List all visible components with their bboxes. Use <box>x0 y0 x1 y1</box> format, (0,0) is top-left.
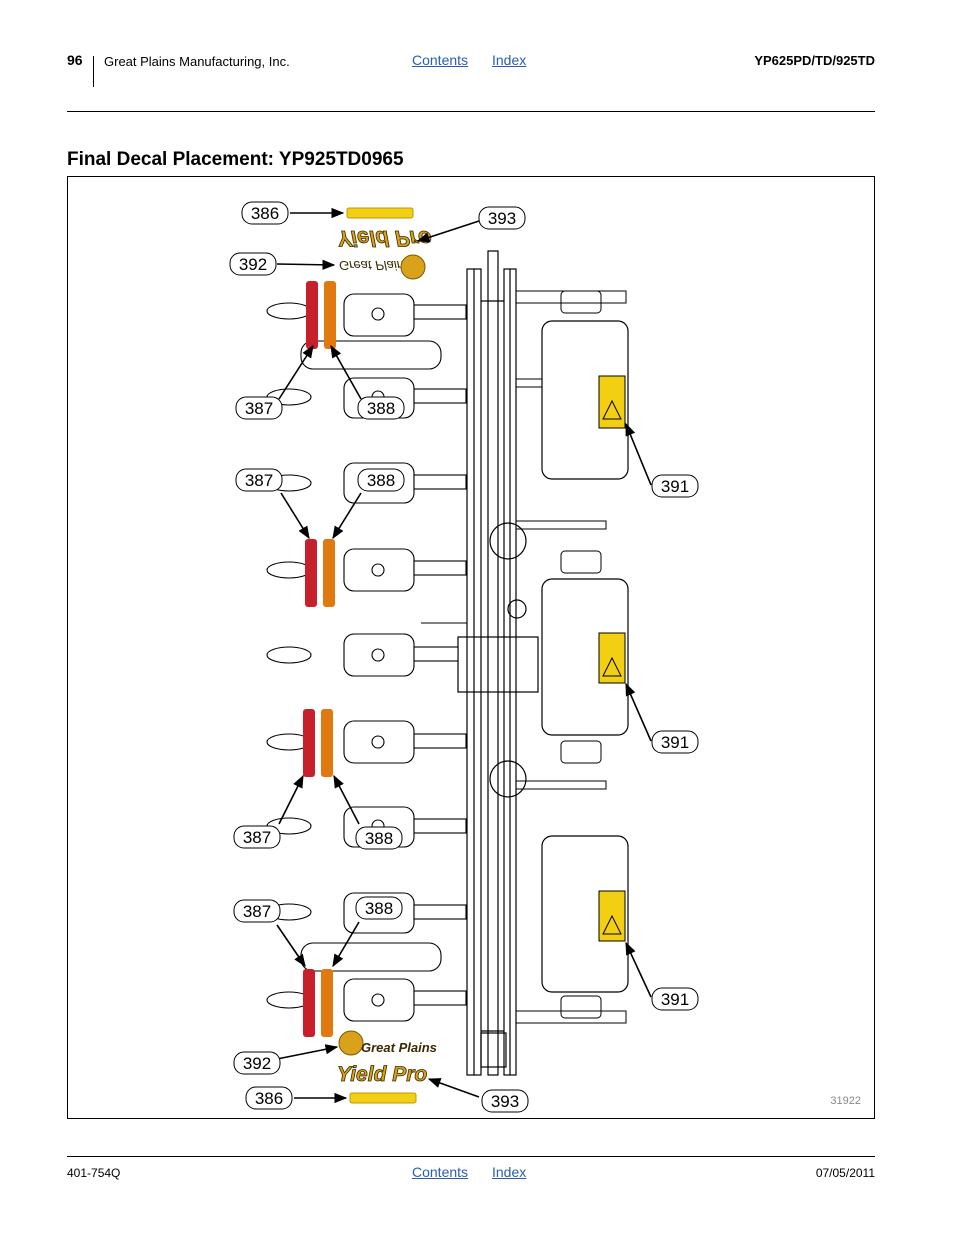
great-plains-logo-top-text: Great Plains <box>339 258 411 273</box>
seed-hoppers <box>541 320 629 993</box>
company-name: Great Plains Manufacturing, Inc. <box>104 54 290 69</box>
svg-text:387: 387 <box>245 471 273 490</box>
callout-391-a: 391 <box>651 474 699 498</box>
planter-drawing: Great Plains Yield Pro Great Plains Yiel… <box>229 201 861 1113</box>
svg-text:392: 392 <box>243 1054 271 1073</box>
callout-393-top: 393 <box>478 206 526 230</box>
header-rule <box>67 111 875 112</box>
svg-text:391: 391 <box>661 733 689 752</box>
svg-text:386: 386 <box>251 204 279 223</box>
svg-text:393: 393 <box>491 1092 519 1111</box>
callout-387-row3: 387 <box>233 825 281 849</box>
warning-decals <box>598 375 626 942</box>
logo-bottom: Great Plains Yield Pro <box>337 1030 437 1086</box>
svg-text:387: 387 <box>243 828 271 847</box>
callout-388-row1: 388 <box>357 396 405 420</box>
callout-388-row4: 388 <box>355 896 403 920</box>
footer-index-link[interactable]: Index <box>492 1164 527 1180</box>
footer-rule <box>67 1156 875 1157</box>
callout-393-bottom: 393 <box>481 1089 529 1113</box>
callout-387-row1: 387 <box>235 396 283 420</box>
header-index-link[interactable]: Index <box>492 52 527 68</box>
svg-text:386: 386 <box>255 1089 283 1108</box>
page-title: Final Decal Placement: YP925TD0965 <box>67 149 404 170</box>
springs <box>560 290 602 1019</box>
yield-pro-logo-top-text: Yield Pro <box>337 226 432 251</box>
decal-figure: Great Plains Yield Pro Great Plains Yiel… <box>67 176 875 1119</box>
document-number: 401-754Q <box>67 1166 121 1180</box>
callout-392-bottom: 392 <box>233 1051 281 1075</box>
callout-391-b: 391 <box>651 730 699 754</box>
reflector-decal-bottom <box>349 1092 417 1104</box>
svg-text:388: 388 <box>367 471 395 490</box>
model-number: YP625PD/TD/925TD <box>754 53 875 68</box>
toolbar-frame <box>457 250 539 1076</box>
header-contents-link[interactable]: Contents <box>412 52 469 68</box>
svg-text:388: 388 <box>365 899 393 918</box>
yield-pro-logo-bottom-text: Yield Pro <box>337 1063 427 1086</box>
svg-text:388: 388 <box>367 399 395 418</box>
callout-387-row4: 387 <box>233 899 281 923</box>
callout-391-c: 391 <box>651 987 699 1011</box>
svg-text:392: 392 <box>239 255 267 274</box>
svg-text:391: 391 <box>661 990 689 1009</box>
logo-top: Great Plains Yield Pro <box>337 226 432 280</box>
page-number: 96 <box>67 52 83 68</box>
reflector-decal-top <box>346 207 414 219</box>
document-date: 07/05/2011 <box>815 1166 875 1180</box>
header-divider <box>93 56 94 87</box>
footer-contents-link[interactable]: Contents <box>412 1164 469 1180</box>
svg-text:387: 387 <box>245 399 273 418</box>
callout-388-row3: 388 <box>355 826 403 850</box>
callout-386-bottom: 386 <box>245 1086 293 1110</box>
figure-number: 31922 <box>830 1095 861 1107</box>
great-plains-logo-bottom-text: Great Plains <box>361 1040 437 1055</box>
svg-text:393: 393 <box>488 209 516 228</box>
callout-392-top: 392 <box>229 252 277 276</box>
callout-388-row2: 388 <box>357 468 405 492</box>
callout-387-row2: 387 <box>235 468 283 492</box>
svg-text:391: 391 <box>661 477 689 496</box>
callout-386-top: 386 <box>241 201 289 225</box>
svg-text:388: 388 <box>365 829 393 848</box>
leader-lines <box>276 207 652 1104</box>
callout-boxes: 386 393 392 387 388 387 388 391 <box>229 201 699 1113</box>
row-unit-decals <box>303 281 336 1037</box>
svg-text:387: 387 <box>243 902 271 921</box>
